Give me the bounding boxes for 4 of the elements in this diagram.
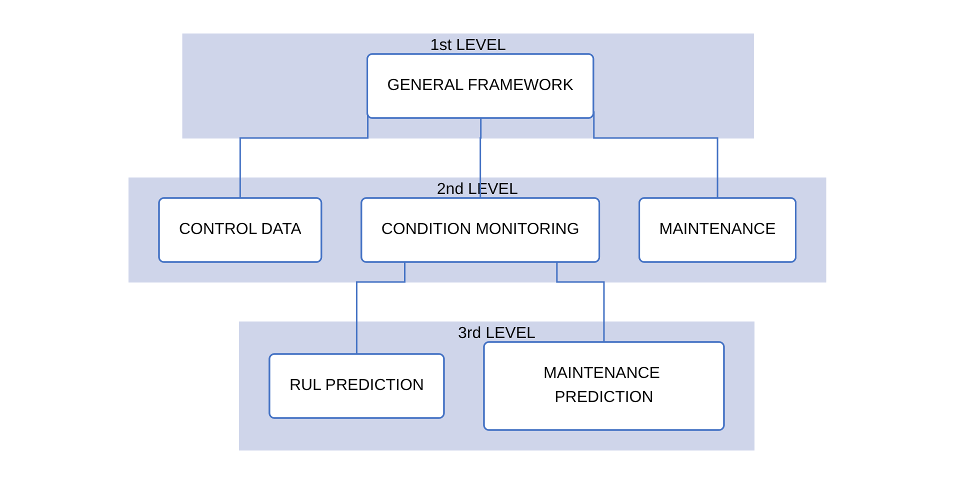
connector — [356, 262, 406, 355]
connector — [556, 262, 605, 343]
connector — [592, 110, 718, 199]
connector — [479, 118, 482, 199]
